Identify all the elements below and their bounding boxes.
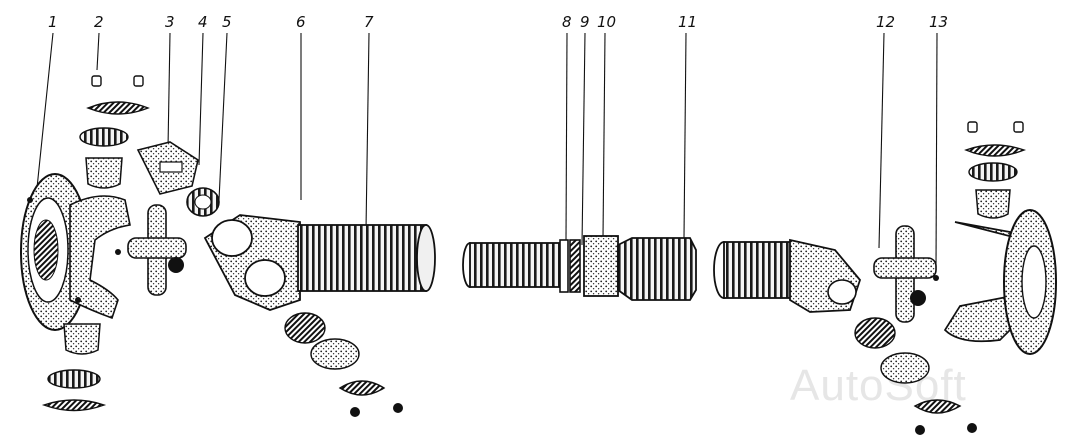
callout-9: 9 [580, 13, 590, 31]
slip-yoke-seal-group [136, 141, 220, 217]
splined-shaft-assembly [462, 235, 697, 301]
leader-lines [36, 32, 938, 271]
lower-right-bearing-caps [854, 317, 977, 435]
right-cross-spider [873, 225, 937, 323]
lower-left-bearing-caps [284, 312, 403, 417]
callout-labels: 1 2 3 4 5 6 7 8 9 10 11 12 13 [48, 13, 948, 31]
callout-10: 10 [597, 13, 616, 31]
callout-3: 3 [165, 13, 175, 31]
left-bearing-cap-stack [41, 75, 150, 412]
callout-8: 8 [562, 13, 572, 31]
callout-7: 7 [364, 13, 374, 31]
left-flange-yoke [20, 173, 131, 331]
callout-5: 5 [222, 13, 232, 31]
callout-6: 6 [296, 13, 306, 31]
callout-11: 11 [678, 13, 697, 31]
callout-1: 1 [48, 13, 58, 31]
callout-13: 13 [929, 13, 948, 31]
left-cross-spider [115, 204, 187, 296]
right-tube-yoke [713, 238, 862, 313]
right-bearing-cap-stack [964, 121, 1027, 219]
callout-2: 2 [94, 13, 104, 31]
callout-4: 4 [198, 13, 208, 31]
slip-yoke-tube [203, 214, 436, 311]
right-flange-yoke [933, 209, 1057, 355]
callout-12: 12 [876, 13, 895, 31]
